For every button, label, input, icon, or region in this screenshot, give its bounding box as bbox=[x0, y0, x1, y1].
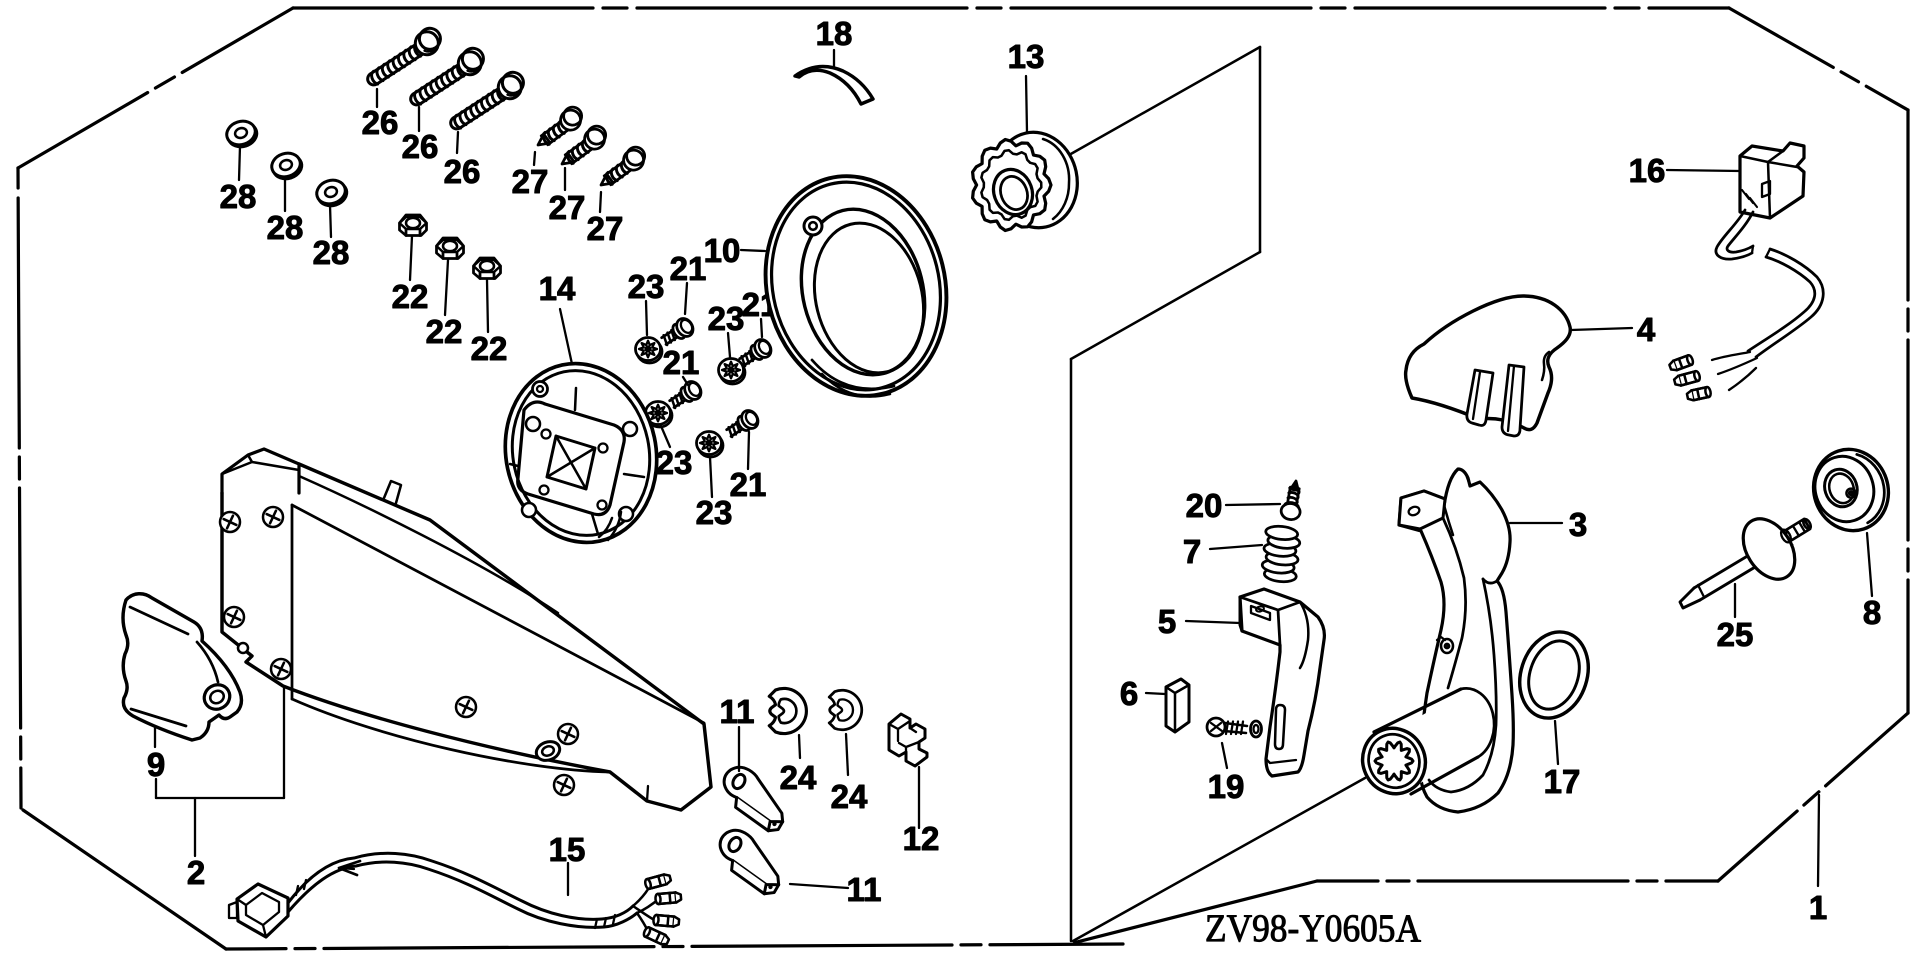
svg-text:23: 23 bbox=[628, 268, 665, 305]
svg-text:11: 11 bbox=[720, 693, 755, 730]
svg-text:21: 21 bbox=[670, 250, 707, 287]
svg-text:19: 19 bbox=[1208, 768, 1245, 805]
svg-text:21: 21 bbox=[663, 344, 700, 381]
svg-text:11: 11 bbox=[847, 871, 882, 908]
svg-text:25: 25 bbox=[1717, 616, 1754, 653]
svg-text:28: 28 bbox=[313, 234, 350, 271]
svg-text:24: 24 bbox=[780, 759, 817, 796]
svg-text:10: 10 bbox=[704, 232, 741, 269]
svg-text:21: 21 bbox=[730, 466, 767, 503]
svg-text:28: 28 bbox=[267, 209, 304, 246]
svg-text:23: 23 bbox=[696, 494, 733, 531]
svg-text:26: 26 bbox=[362, 104, 399, 141]
svg-text:27: 27 bbox=[512, 163, 549, 200]
svg-text:22: 22 bbox=[426, 313, 463, 350]
svg-text:23: 23 bbox=[708, 300, 745, 337]
svg-text:1: 1 bbox=[1809, 889, 1827, 926]
svg-text:4: 4 bbox=[1637, 311, 1656, 348]
svg-text:2: 2 bbox=[187, 854, 205, 891]
svg-text:5: 5 bbox=[1158, 603, 1176, 640]
svg-text:28: 28 bbox=[220, 178, 257, 215]
svg-text:27: 27 bbox=[587, 210, 624, 247]
svg-text:14: 14 bbox=[539, 270, 576, 307]
svg-text:6: 6 bbox=[1120, 675, 1138, 712]
svg-text:17: 17 bbox=[1544, 763, 1581, 800]
svg-text:26: 26 bbox=[444, 153, 481, 190]
svg-text:ZV98-Y0605A: ZV98-Y0605A bbox=[1205, 907, 1421, 950]
svg-text:20: 20 bbox=[1186, 487, 1223, 524]
svg-text:7: 7 bbox=[1183, 533, 1201, 570]
svg-text:26: 26 bbox=[402, 128, 439, 165]
svg-text:23: 23 bbox=[656, 444, 693, 481]
svg-text:16: 16 bbox=[1629, 152, 1666, 189]
svg-text:27: 27 bbox=[549, 189, 586, 226]
svg-text:3: 3 bbox=[1569, 506, 1587, 543]
svg-text:18: 18 bbox=[816, 15, 853, 52]
svg-text:12: 12 bbox=[903, 820, 940, 857]
svg-text:22: 22 bbox=[392, 278, 429, 315]
svg-text:22: 22 bbox=[471, 330, 508, 367]
svg-text:24: 24 bbox=[831, 778, 868, 815]
svg-text:8: 8 bbox=[1863, 594, 1881, 631]
svg-text:15: 15 bbox=[549, 831, 586, 868]
svg-text:13: 13 bbox=[1008, 38, 1045, 75]
svg-text:9: 9 bbox=[147, 746, 165, 783]
